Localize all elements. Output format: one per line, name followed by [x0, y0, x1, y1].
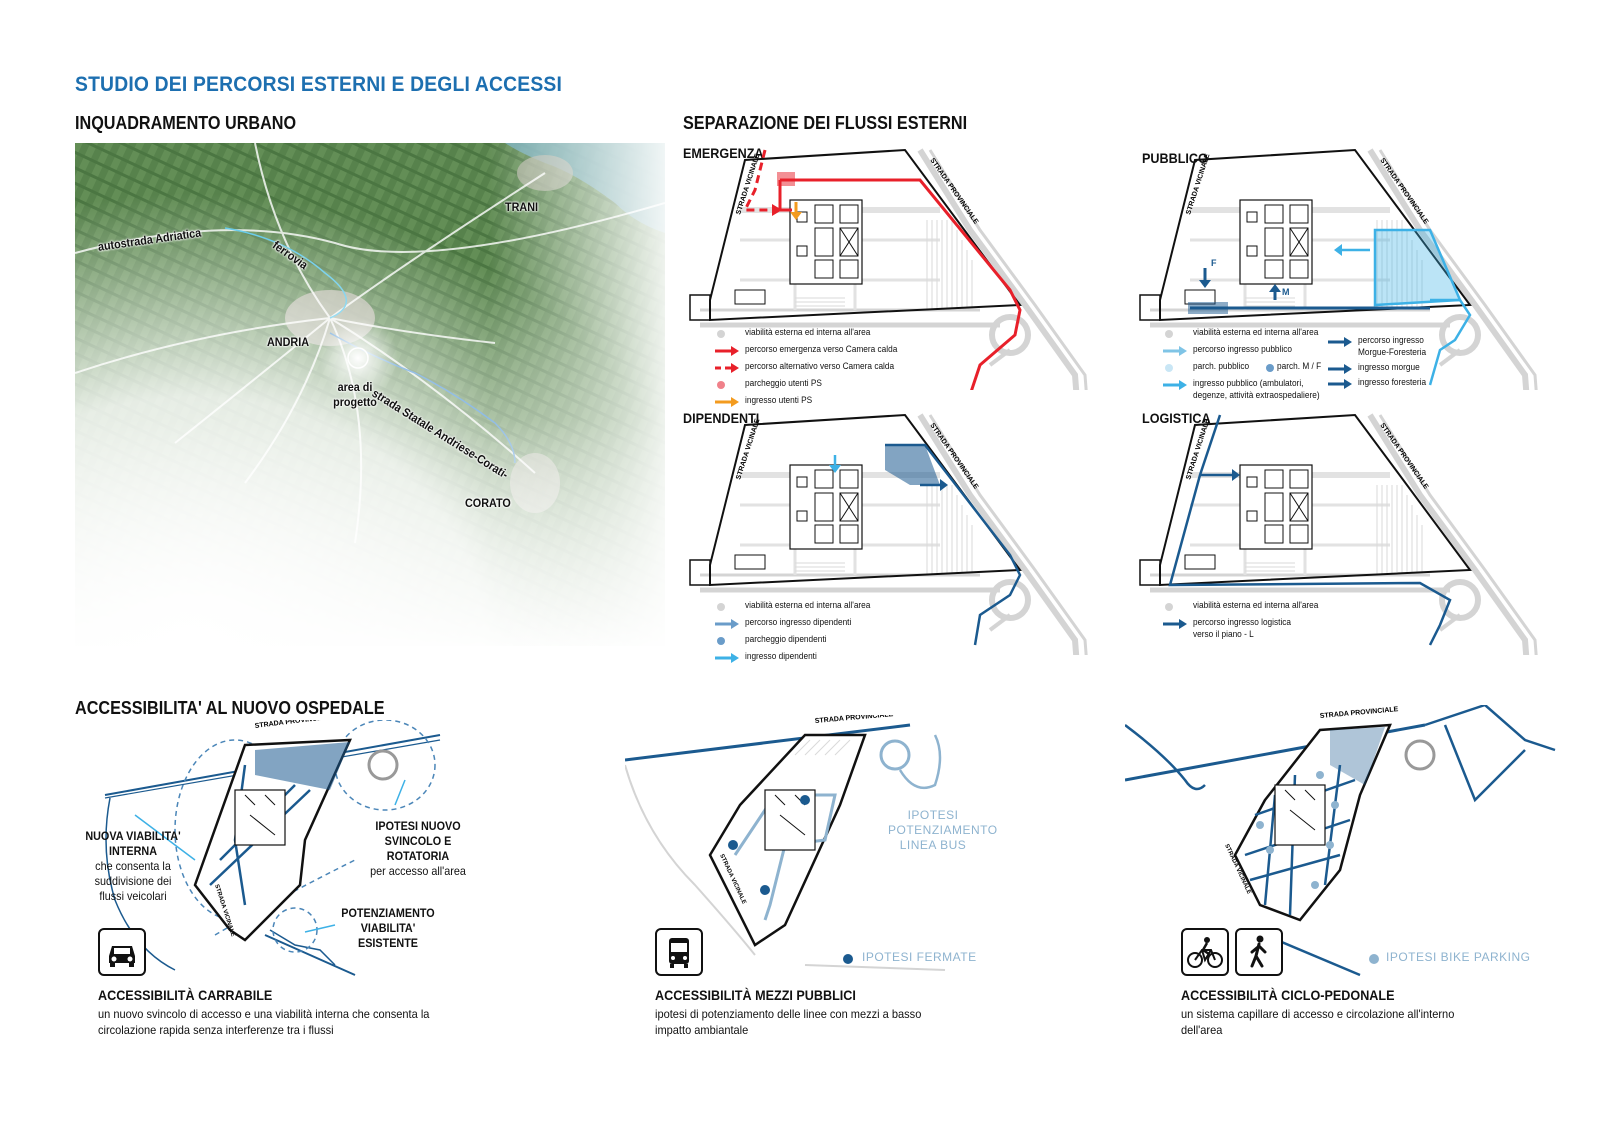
red-dot-icon — [717, 381, 725, 389]
panel-title-dipendenti: DIPENDENTI — [683, 410, 760, 426]
legend-item: ingresso utenti PS — [745, 395, 813, 405]
legend-item: parcheggio utenti PS — [745, 378, 822, 388]
legend-item: percorso emergenza verso Camera calda — [745, 344, 898, 354]
mezzi-description: ipotesi di potenziamento delle linee con… — [655, 1007, 922, 1037]
cyan-arrow-icon — [1163, 380, 1187, 390]
orange-arrow-icon — [715, 397, 739, 407]
red-arrow-icon — [715, 346, 739, 356]
map-letter-f: F — [1211, 258, 1217, 268]
legend-ipotesi-fermate: IPOTESI FERMATE — [862, 950, 977, 964]
legend-item: percorso ingresso pubblico — [1193, 344, 1292, 354]
urban-aerial-map: TRANI autostrada Adriatica ferrovia ANDR… — [75, 143, 665, 646]
legend-item: percorso ingresso — [1358, 335, 1424, 345]
annotation-bold: POTENZIAMENTO VIABILITA' ESISTENTE — [341, 906, 435, 950]
legend-item: viabilità esterna ed interna all'area — [745, 327, 871, 337]
cyan-arrow-icon — [715, 653, 739, 663]
road-label-provinciale: STRADA PROVINCIALE — [254, 720, 333, 730]
bicycle-icon — [1181, 928, 1229, 976]
legend-item: parch. M / F — [1277, 361, 1322, 371]
map-letter-m: M — [1282, 287, 1290, 297]
legend-bike-parking: IPOTESI BIKE PARKING — [1386, 950, 1531, 964]
red-dashed-arrow-icon — [715, 363, 739, 373]
legend-item: parch. pubblico — [1193, 361, 1250, 371]
site-plan-dipendenti: STRADA VICINALE STRADA PROVINCIALE — [680, 410, 1100, 655]
legend-item: percorso alternativo verso Camera calda — [745, 361, 895, 371]
dark-blue-arrow-icon — [1328, 337, 1352, 347]
map-label-trani: TRANI — [505, 200, 539, 214]
legend-item: parcheggio dipendenti — [745, 634, 827, 644]
annotation-svincolo: IPOTESI NUOVO SVINCOLO E ROTATORIA per a… — [369, 819, 468, 879]
legend-item: ingresso pubblico (ambulatori, — [1193, 378, 1304, 388]
foresteria-arrow-icon — [1328, 379, 1352, 389]
grey-dot-icon — [717, 603, 725, 611]
map-label-corato: CORATO — [465, 496, 511, 510]
annotation-nuova-viabilita: NUOVA VIABILITA' INTERNA che consenta la… — [84, 829, 183, 904]
light-blue-arrow-icon — [1163, 346, 1187, 356]
mezzi-title: ACCESSIBILITÀ MEZZI PUBBLICI — [655, 987, 856, 1003]
annotation-bold: NUOVA VIABILITA' INTERNA — [85, 829, 181, 858]
pale-blue-dot-icon — [1165, 364, 1173, 372]
grey-dot-icon — [1165, 330, 1173, 338]
bus-stop-dot-icon — [843, 954, 853, 964]
carrabile-diagram: STRADA PROVINCIALE STRADA VICINALE — [104, 720, 441, 976]
map-label-andria: ANDRIA — [267, 335, 310, 349]
panel-title-logistica: LOGISTICA — [1142, 410, 1211, 426]
annotation-text: che consenta la suddivisione dei flussi … — [94, 859, 172, 903]
site-plan-emergenza: STRADA VICINALE STRADA PROVINCIALE — [680, 145, 1100, 390]
pedestrian-icon — [1235, 928, 1283, 976]
mezzi-diagram: STRADA PROVINCIALE STRADA VICINALE — [625, 715, 946, 971]
legend-item: viabilità esterna ed interna all'area — [1193, 600, 1319, 610]
annotation-potenziamento: POTENZIAMENTO VIABILITA' ESISTENTE — [334, 906, 442, 951]
legend-item: verso il piano - L — [1193, 629, 1254, 639]
blue-arrow-icon — [715, 619, 739, 629]
road-label-provinciale: STRADA PROVINCIALE — [815, 715, 894, 725]
grey-dot-icon — [717, 330, 725, 338]
road-label-provinciale: STRADA PROVINCIALE — [1320, 706, 1399, 720]
ciclo-diagram: STRADA PROVINCIALE STRADA VICINALE — [1125, 705, 1556, 977]
ciclo-description: un sistema capillare di accesso e circol… — [1181, 1007, 1455, 1037]
ciclo-title: ACCESSIBILITÀ CICLO-PEDONALE — [1181, 987, 1395, 1003]
car-icon — [98, 928, 146, 976]
blue-dot-icon — [1266, 364, 1274, 372]
legend-item: viabilità esterna ed interna all'area — [745, 600, 871, 610]
access-section-title: ACCESSIBILITA' AL NUOVO OSPEDALE — [75, 698, 385, 718]
panel-title-pubblico: PUBBLICO — [1142, 150, 1208, 166]
carrabile-description: un nuovo svincolo di accesso e una viabi… — [98, 1007, 430, 1037]
blue-dot-icon — [717, 637, 725, 645]
site-plan-pubblico: F M STRADA VICINALE STRADA PROVINCIALE — [1130, 145, 1550, 390]
legend-item: ingresso morgue — [1358, 362, 1420, 372]
morgue-arrow-icon — [1328, 364, 1352, 374]
bike-parking-dot-icon — [1369, 954, 1379, 964]
grey-dot-icon — [1165, 603, 1173, 611]
flows-section-title: SEPARAZIONE DEI FLUSSI ESTERNI — [683, 113, 968, 133]
annotation-text: per accesso all'area — [370, 864, 466, 878]
aerial-map-graphic — [75, 143, 665, 646]
panel-title-emergenza: EMERGENZA — [683, 145, 764, 161]
legend-item: percorso ingresso logistica — [1193, 617, 1292, 627]
annotation-bold: IPOTESI NUOVO SVINCOLO E ROTATORIA — [375, 819, 461, 863]
legend-item: percorso ingresso dipendenti — [745, 617, 852, 627]
bus-icon — [655, 928, 703, 976]
dark-blue-arrow-icon — [1163, 619, 1187, 629]
legend-item: ingresso foresteria — [1358, 377, 1427, 387]
legend-item: ingresso dipendenti — [745, 651, 817, 661]
page-title: STUDIO DEI PERCORSI ESTERNI E DEGLI ACCE… — [75, 73, 563, 96]
annotation-bus-line: IPOTESI POTENZIAMENTO LINEA BUS — [888, 808, 998, 852]
map-label-area-progetto: area di progetto — [333, 380, 377, 409]
carrabile-title: ACCESSIBILITÀ CARRABILE — [98, 987, 273, 1003]
legend-item: viabilità esterna ed interna all'area — [1193, 327, 1319, 337]
site-plan-logistica: STRADA VICINALE STRADA PROVINCIALE — [1130, 410, 1550, 655]
urban-section-title: INQUADRAMENTO URBANO — [75, 113, 297, 133]
legend-item: degenze, attività extraospedaliere) — [1193, 390, 1320, 400]
legend-item: Morgue-Foresteria — [1358, 347, 1427, 357]
